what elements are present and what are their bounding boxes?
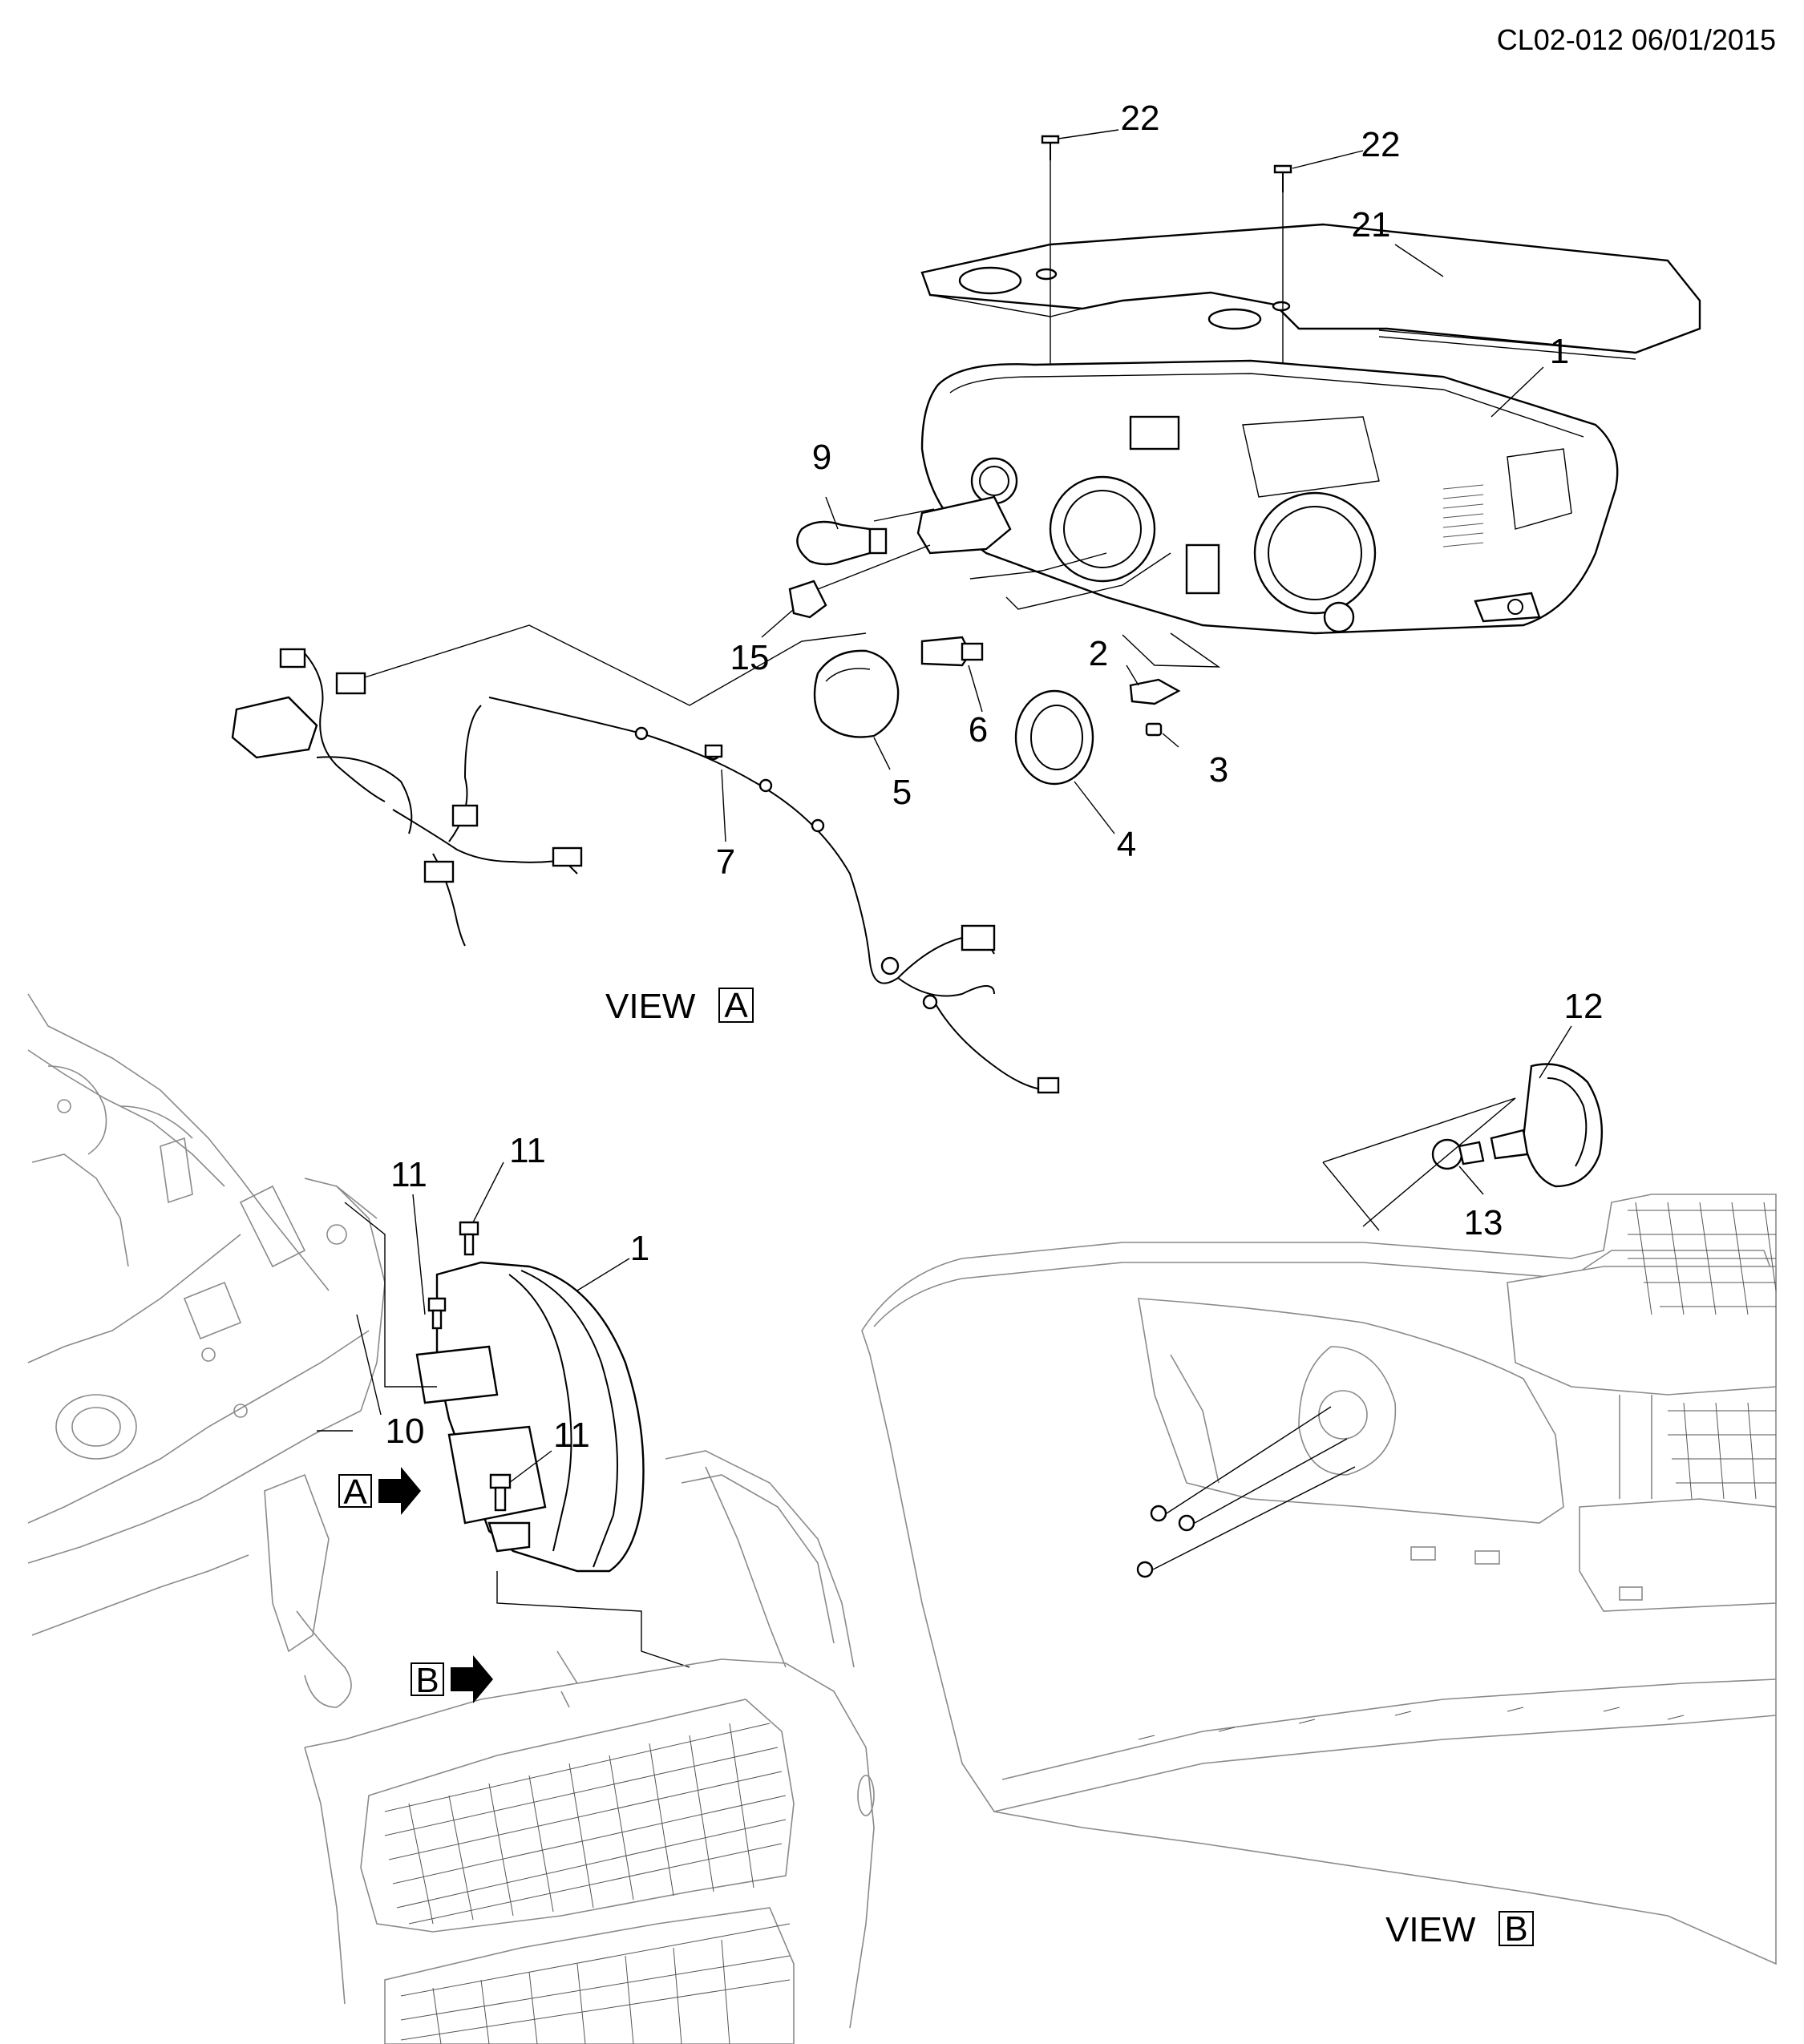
callout-10: 10	[386, 1412, 425, 1451]
view-b-text: VIEW	[1385, 1910, 1476, 1949]
callout-11-b: 11	[509, 1131, 546, 1170]
bulb-socket-upper	[916, 495, 1012, 555]
view-a-box: A	[724, 986, 748, 1025]
bolt-11-c	[489, 1473, 512, 1512]
callout-11-c: 11	[553, 1416, 590, 1455]
view-b-label: VIEW B	[1385, 1909, 1534, 1949]
callout-21: 21	[1352, 205, 1391, 244]
view-b-box: B	[1504, 1909, 1527, 1949]
bolt-11-a	[427, 1297, 447, 1330]
callout-2: 2	[1089, 634, 1108, 673]
bulb-9	[796, 520, 888, 566]
fog-lamp-12	[1490, 1063, 1604, 1188]
cap-4	[1014, 689, 1094, 786]
callout-11-a: 11	[390, 1155, 427, 1194]
wiring-harness-7	[231, 624, 1060, 1094]
callout-12: 12	[1564, 987, 1604, 1026]
callout-7: 7	[716, 842, 735, 882]
bulb-6	[920, 636, 984, 667]
bumper-clips	[1138, 1546, 1685, 1740]
headlamp-cover-21	[920, 223, 1701, 360]
leader-lines-view-b	[1322, 1025, 1572, 1231]
grille-mesh	[384, 1723, 791, 2044]
headlamp-housing-1	[920, 359, 1619, 635]
callout-4: 4	[1117, 825, 1136, 864]
view-a-text: VIEW	[605, 987, 696, 1026]
callout-13: 13	[1464, 1203, 1503, 1242]
callout-22-right: 22	[1361, 125, 1401, 164]
arrow-a-label: A	[343, 1472, 367, 1512]
callout-15: 15	[730, 638, 770, 677]
view-b-arrow: B	[411, 1655, 493, 1703]
fog-lamp-mount-screws	[1136, 1406, 1356, 1578]
callout-9: 9	[812, 438, 831, 477]
callout-5: 5	[892, 773, 912, 812]
bolt-11-b	[459, 1221, 479, 1256]
document-id: CL02-012 06/01/2015	[1497, 23, 1776, 56]
callout-22-left: 22	[1121, 99, 1160, 138]
view-a-arrow: A	[338, 1467, 421, 1515]
front-bumper-view-b	[861, 1194, 1777, 1965]
callout-1-top: 1	[1550, 332, 1569, 371]
bumper-grille-mesh	[1628, 1202, 1777, 1500]
leader-lines-bottom-left	[317, 1161, 690, 1668]
arrow-b-label: B	[415, 1661, 439, 1700]
bulb-3	[1145, 722, 1163, 737]
fog-bulb-13	[1431, 1138, 1485, 1170]
leader-lines-top	[761, 129, 1544, 834]
callout-1-bottom: 1	[630, 1229, 649, 1268]
cap-5	[813, 649, 900, 738]
bulb-socket-2	[1129, 678, 1181, 705]
view-a-label: VIEW A	[605, 986, 754, 1026]
socket-15	[788, 580, 827, 619]
callout-3: 3	[1209, 750, 1228, 790]
leader-7	[721, 769, 726, 842]
headlamp-side-view-1	[415, 1261, 645, 1573]
callout-6: 6	[969, 710, 988, 749]
vehicle-front-structure	[27, 993, 386, 1708]
